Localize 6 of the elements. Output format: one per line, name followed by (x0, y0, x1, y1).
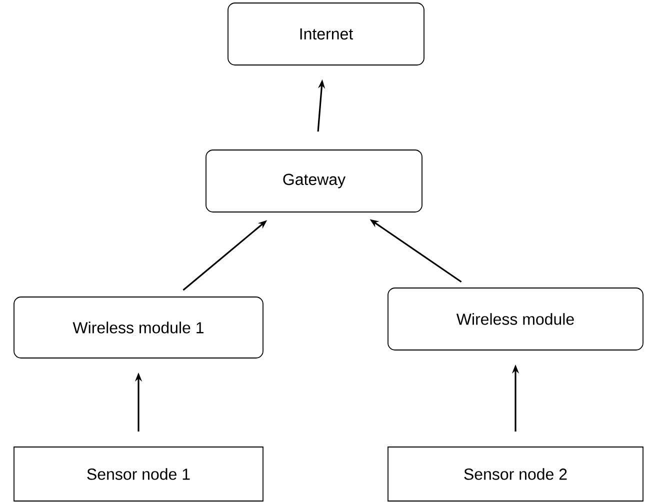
process-box: Sensor node 2 (388, 446, 644, 502)
rounded-box: Wireless module 1 (14, 296, 264, 358)
rounded-box: Internet (228, 2, 424, 66)
rounded-box: Wireless module (388, 288, 644, 350)
process-box: Sensor node 1 (14, 446, 264, 502)
rounded-box: Gateway (206, 150, 422, 212)
